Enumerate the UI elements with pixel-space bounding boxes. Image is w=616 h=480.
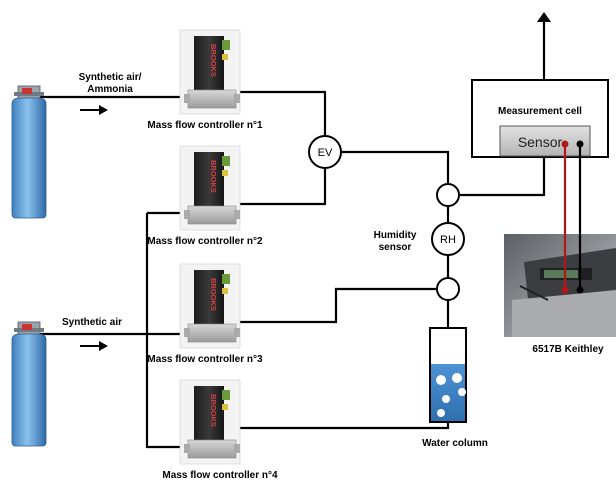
sensor-label: Sensor [518,134,563,150]
humidity-sensor: RH [432,223,464,255]
flow-arrow-icon [80,105,108,115]
line-mfc4-to-water [236,422,448,428]
terminal-black [577,287,584,294]
brooks-brand-mark: BROOKS [209,44,218,77]
gas-cylinder-icon [12,322,46,446]
mass-flow-controller-2: BROOKS [180,146,240,230]
exhaust-arrow-icon [537,12,551,42]
terminal-red [562,141,569,148]
synthetic-air-label: Synthetic air [62,317,122,328]
synthetic-air-ammonia-label: Synthetic air/ [79,72,142,83]
brooks-brand-mark: BROOKS [209,394,218,427]
brooks-brand-mark: BROOKS [209,160,218,193]
water-column [430,328,466,422]
ev-label: EV [318,147,333,159]
water-column-label: Water column [422,438,488,449]
measurement-cell-label: Measurement cell [498,106,582,117]
line-junction-to-cell [460,157,544,195]
electrovalve: EV [309,136,341,168]
mfc4-label: Mass flow controller n°4 [162,470,278,480]
mfc2-label: Mass flow controller n°2 [147,236,263,247]
humidity-sensor-label-2: sensor [379,242,412,253]
line-mfc3-to-junction [236,289,437,322]
mfc3-label: Mass flow controller n°3 [147,354,263,365]
mass-flow-controller-1: BROOKS [180,30,240,114]
mass-flow-controllers: BROOKS BROOKS BROOKS BROOKS [180,30,240,464]
terminal-black [577,141,584,148]
junction-node [437,278,459,300]
keithley-electrometer-photo [504,234,616,337]
gas-cylinder-icon [12,86,46,218]
keithley-label: 6517B Keithley [532,344,604,355]
rh-label: RH [440,234,456,246]
gas-lines [36,42,544,447]
mass-flow-controller-4: BROOKS [180,380,240,464]
mass-flow-controller-3: BROOKS [180,264,240,348]
flow-arrow-icon [80,341,108,351]
humidity-sensor-label: Humidity [374,230,417,241]
terminal-red [562,287,569,294]
line-mfc2-to-ev [236,168,325,204]
measurement-cell: Sensor [472,80,608,157]
line-ev-to-junction [341,152,448,184]
mfc1-label: Mass flow controller n°1 [147,120,263,131]
ammonia-label: Ammonia [87,84,133,95]
junction-node [437,184,459,206]
brooks-brand-mark: BROOKS [209,278,218,311]
